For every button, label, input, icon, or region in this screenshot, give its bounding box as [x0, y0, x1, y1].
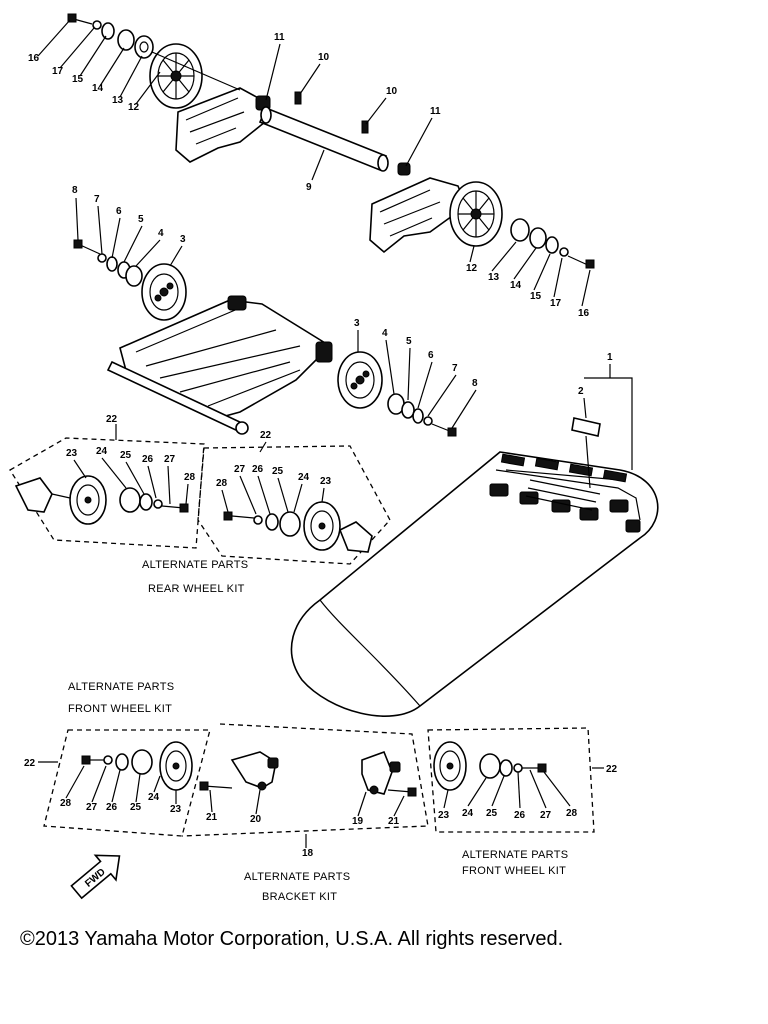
rear-kit-caption-line1: ALTERNATE PARTS [142, 559, 248, 571]
callout-label: 13 [488, 272, 500, 283]
callout-label: 27 [540, 810, 552, 821]
callout-label: 27 [86, 802, 98, 813]
mid-frame [106, 295, 333, 435]
callout-label: 23 [320, 476, 332, 487]
callout-label: 28 [216, 478, 228, 489]
mid-right-wheel [337, 351, 383, 409]
bracket-kit-caption-line2: BRACKET KIT [262, 891, 337, 903]
mid-left-hardware [73, 239, 143, 287]
top-right-bracket [369, 177, 467, 254]
top-left-hardware [67, 13, 241, 91]
callout-label: 17 [550, 298, 562, 309]
top-right-labels: 12 13 14 15 17 16 [466, 241, 591, 319]
front-kit-left-caption-line1: ALTERNATE PARTS [68, 681, 174, 693]
group-label: 22 [24, 758, 36, 769]
callout-label: 7 [452, 363, 458, 374]
callout-label: 26 [514, 810, 526, 821]
callout-label: 17 [52, 66, 64, 77]
callout-label: 8 [472, 378, 478, 389]
callout-label: 11 [430, 106, 441, 117]
callout-label: 25 [120, 450, 132, 461]
callout-label: 24 [298, 472, 310, 483]
front-kit-left-caption-line2: FRONT WHEEL KIT [68, 703, 172, 715]
callout-label: 16 [578, 308, 590, 319]
callout-label: 27 [164, 454, 176, 465]
group-label: 22 [260, 430, 272, 441]
callout-label: 25 [272, 466, 284, 477]
callout-label: 23 [66, 448, 78, 459]
callout-label: 28 [60, 798, 72, 809]
callout-label: 10 [386, 86, 398, 97]
callout-label: 26 [106, 802, 118, 813]
mid-left-wheel [141, 263, 187, 321]
callout-label: 19 [352, 816, 364, 827]
mid-left-labels: 8 7 6 5 4 3 [72, 185, 186, 267]
callout-label: 26 [252, 464, 264, 475]
callout-label: 24 [96, 446, 108, 457]
callout-label: 26 [142, 454, 154, 465]
front-kit-right-caption-line1: ALTERNATE PARTS [462, 849, 568, 861]
callout-label: 16 [28, 53, 40, 64]
callout-label: 4 [382, 328, 388, 339]
callout-label: 4 [158, 228, 164, 239]
callout-label: 8 [72, 185, 78, 196]
top-left-wheel [149, 43, 203, 109]
callout-label: 21 [388, 816, 400, 827]
callout-label: 6 [428, 350, 434, 361]
mid-right-hardware [387, 393, 457, 437]
track-labels: 1 2 [578, 352, 633, 470]
callout-label: 12 [128, 102, 140, 113]
top-left-labels: 16 17 15 14 13 12 [28, 19, 161, 113]
callout-label: 20 [250, 814, 262, 825]
callout-label: 27 [234, 464, 246, 475]
callout-label: 10 [318, 52, 330, 63]
callout-label: 9 [306, 182, 312, 193]
group-label: 22 [606, 764, 618, 775]
callout-label: 1 [607, 352, 613, 363]
callout-label: 15 [72, 74, 84, 85]
top-axle [258, 91, 411, 176]
copyright-notice: ©2013 Yamaha Motor Corporation, U.S.A. A… [20, 928, 564, 950]
group-label: 22 [106, 414, 118, 425]
callout-label: 25 [486, 808, 498, 819]
group-label: 18 [302, 848, 314, 859]
callout-label: 21 [206, 812, 218, 823]
callout-label: 23 [170, 804, 182, 815]
front-kit-right-caption-line2: FRONT WHEEL KIT [462, 865, 566, 877]
callout-label: 14 [510, 280, 522, 291]
track-cleats [489, 453, 641, 533]
callout-label: 15 [530, 291, 542, 302]
bracket-kit-caption-line1: ALTERNATE PARTS [244, 871, 350, 883]
callout-label: 28 [184, 472, 196, 483]
callout-label: 5 [138, 214, 144, 225]
top-axle-labels: 11 10 10 11 9 [265, 32, 441, 193]
callout-label: 6 [116, 206, 122, 217]
callout-label: 5 [406, 336, 412, 347]
callout-label: 14 [92, 83, 104, 94]
parts-diagram: 16 17 15 14 13 12 11 10 10 11 9 12 13 14… [9, 13, 659, 903]
callout-label: 23 [438, 810, 450, 821]
top-right-hardware [510, 218, 595, 269]
callout-label: 12 [466, 263, 478, 274]
fwd-arrow-icon: FWD [70, 854, 121, 900]
callout-label: 7 [94, 194, 100, 205]
callout-label: 24 [148, 792, 160, 803]
callout-label: 25 [130, 802, 142, 813]
callout-label: 28 [566, 808, 578, 819]
callout-label: 11 [274, 32, 285, 43]
callout-label: 3 [180, 234, 186, 245]
track-clip [571, 417, 601, 489]
rear-kit-caption-line2: REAR WHEEL KIT [148, 583, 245, 595]
front-wheel-kit-right: 22 23 24 25 26 27 28 ALTERNATE PARTS FRO… [427, 727, 618, 877]
track-belt [290, 417, 659, 717]
callout-label: 13 [112, 95, 124, 106]
front-wheel-kit-left: ALTERNATE PARTS FRONT WHEEL KIT 22 28 27… [24, 681, 211, 837]
callout-label: 3 [354, 318, 360, 329]
top-right-wheel [449, 181, 503, 247]
callout-label: 2 [578, 386, 584, 397]
callout-label: 24 [462, 808, 474, 819]
mid-right-labels: 3 4 5 6 7 8 [354, 318, 478, 429]
rear-wheel-kit: 22 22 23 24 25 26 27 28 [9, 414, 391, 595]
bracket-kit: 21 20 19 21 18 ALTERNATE PARTS BRACKET K… [181, 723, 429, 903]
